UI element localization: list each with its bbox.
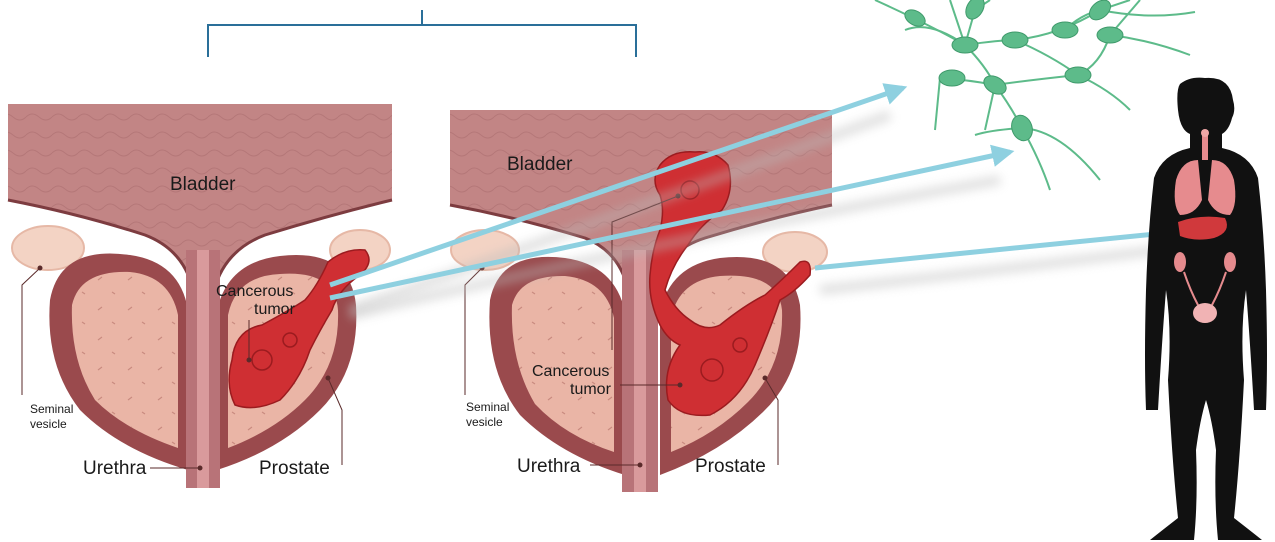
tumor-label-line1: Cancerous bbox=[216, 283, 293, 300]
tumor-label-line2: tumor bbox=[570, 381, 612, 398]
bladder-label: Bladder bbox=[170, 174, 236, 195]
seminal-label-line2: vesicle bbox=[466, 415, 503, 429]
seminal-label-line1: Seminal bbox=[30, 402, 73, 416]
urethra-label: Urethra bbox=[517, 456, 581, 477]
lymph-node-network-icon bbox=[875, 0, 1195, 190]
bladder-label: Bladder bbox=[507, 154, 573, 175]
urethra-label: Urethra bbox=[83, 458, 147, 479]
tumor-label-line2: tumor bbox=[254, 301, 296, 318]
seminal-label-line1: Seminal bbox=[466, 400, 509, 414]
prostate-label: Prostate bbox=[259, 458, 330, 479]
seminal-label-line2: vesicle bbox=[30, 417, 67, 431]
human-body-silhouette-icon bbox=[1145, 78, 1267, 540]
tumor-label-line1: Cancerous bbox=[532, 363, 609, 380]
grouping-bracket bbox=[208, 10, 636, 57]
middle-anatomy-panel: Bladder Cancerous tumor Seminal vesicle … bbox=[450, 110, 832, 492]
prostate-label: Prostate bbox=[695, 456, 766, 477]
